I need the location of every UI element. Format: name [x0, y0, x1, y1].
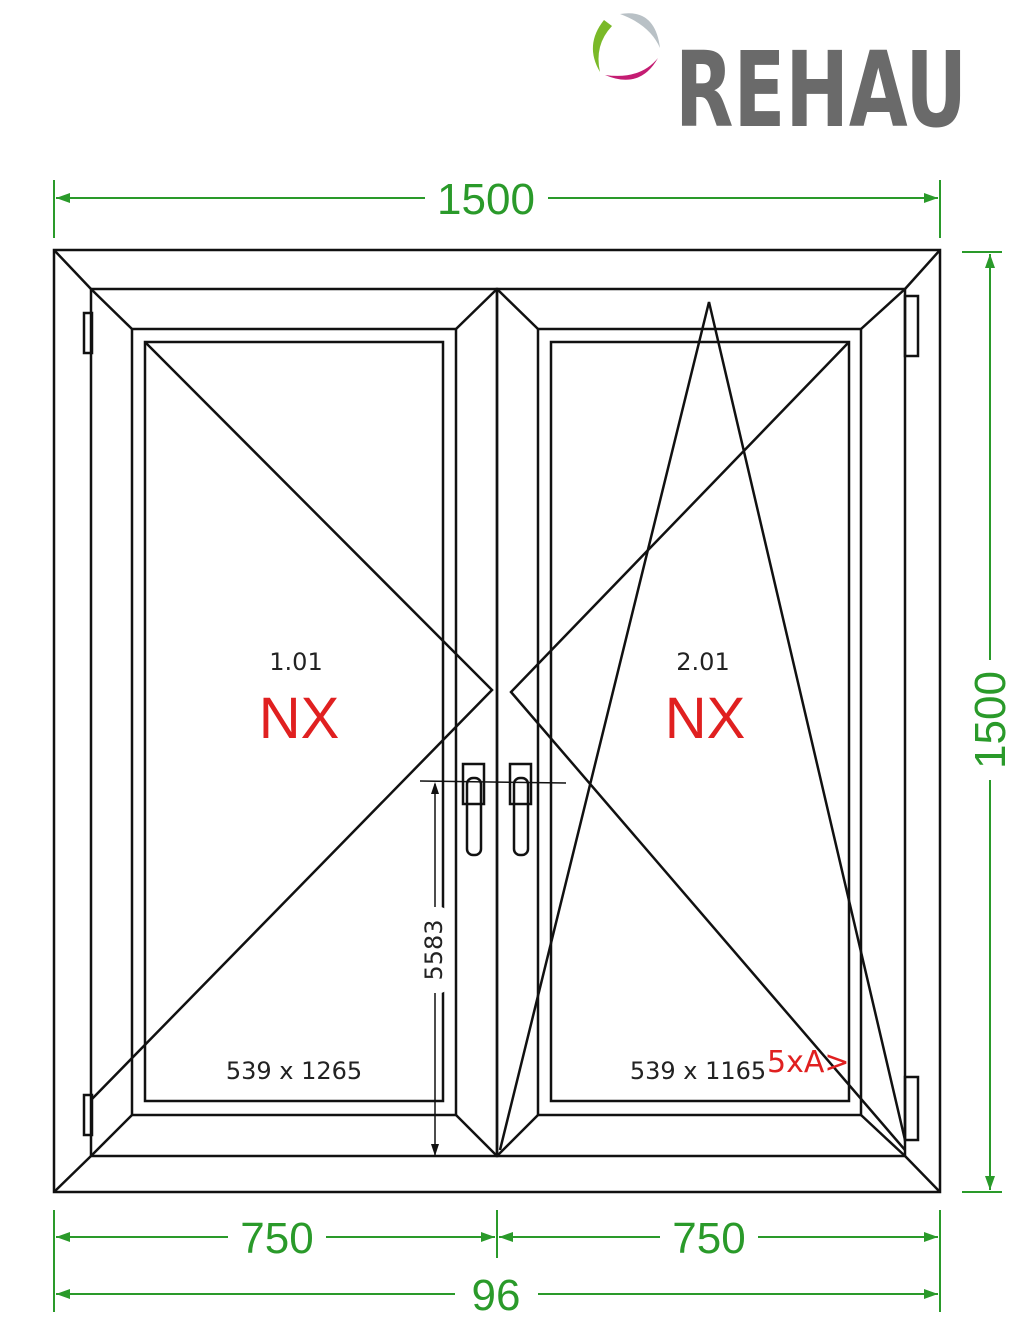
svg-text:96: 96 — [472, 1271, 521, 1320]
svg-text:1500: 1500 — [437, 175, 535, 224]
window-frame — [52, 248, 942, 1194]
svg-text:5xA>: 5xA> — [767, 1045, 850, 1080]
svg-text:NX: NX — [259, 686, 340, 751]
svg-text:539 x 1265: 539 x 1265 — [226, 1057, 362, 1085]
svg-text:2.01: 2.01 — [676, 648, 729, 676]
svg-text:750: 750 — [240, 1214, 313, 1263]
hinge-icon — [903, 1075, 920, 1142]
top-width-dimension: 1500 — [53, 175, 941, 238]
right-sash: 2.01 NX 539 x 1165 5xA> — [495, 287, 920, 1158]
svg-text:REHAU: REHAU — [675, 29, 967, 151]
right-height-dimension: 1500 — [962, 251, 1015, 1193]
svg-text:1500: 1500 — [966, 671, 1015, 769]
hinge-icon — [903, 294, 920, 358]
svg-text:5583: 5583 — [420, 919, 448, 980]
hinge-icon — [82, 1093, 94, 1137]
svg-text:750: 750 — [672, 1214, 745, 1263]
svg-text:NX: NX — [665, 686, 746, 751]
rehau-logo: REHAU — [592, 13, 967, 151]
svg-text:1.01: 1.01 — [269, 648, 322, 676]
hinge-icon — [82, 311, 94, 355]
bottom-dimensions: 750 750 96 — [53, 1210, 941, 1320]
glass-pane-left — [143, 340, 445, 1103]
handle-icon — [419, 762, 567, 857]
svg-text:539 x 1165: 539 x 1165 — [630, 1057, 766, 1085]
handle-height-dimension: 5583 — [414, 782, 448, 1156]
